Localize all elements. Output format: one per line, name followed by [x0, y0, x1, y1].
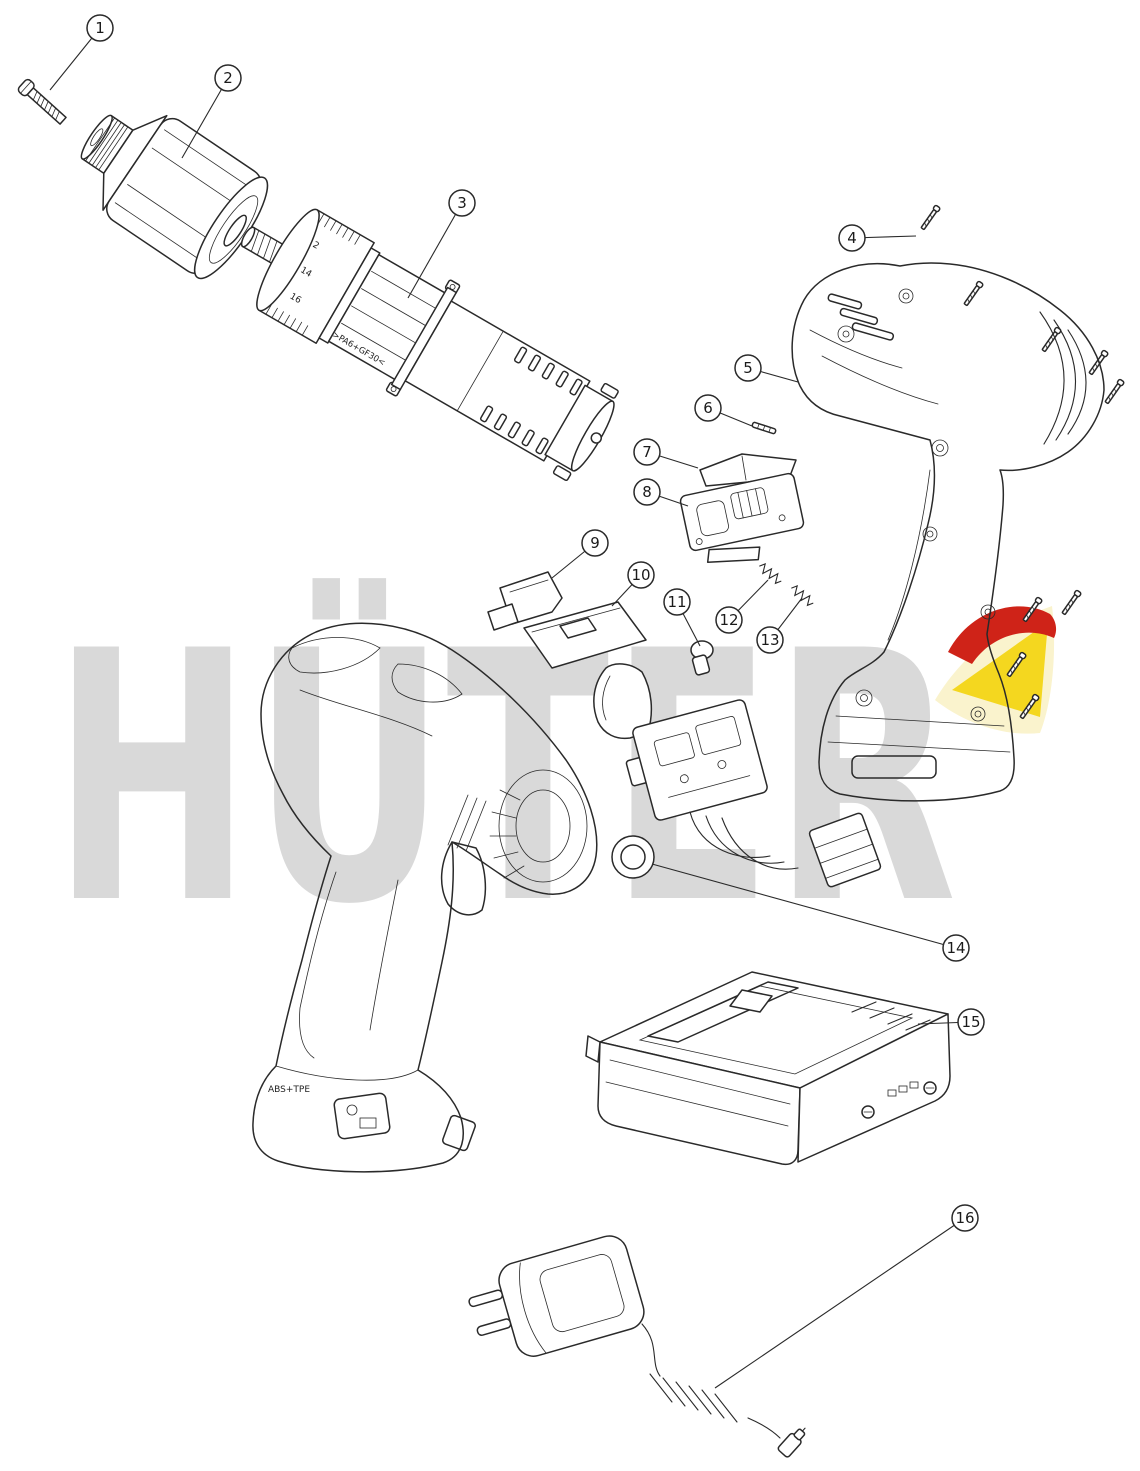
part-2-drill-chuck	[80, 114, 269, 280]
callout-3: 3	[407, 189, 476, 299]
callout-2: 2	[181, 64, 242, 159]
svg-text:2: 2	[223, 69, 233, 87]
part-1-chuck-screw	[17, 78, 67, 125]
svg-text:12: 12	[719, 611, 738, 629]
svg-text:1: 1	[95, 19, 105, 37]
svg-text:9: 9	[590, 534, 600, 552]
part-8-switch-module	[679, 472, 805, 563]
part-12-spring	[759, 563, 782, 585]
svg-text:13: 13	[760, 631, 779, 649]
part-15-battery-pack	[585, 971, 951, 1166]
part-16-charger	[468, 1235, 806, 1458]
part-9-end-cap	[487, 571, 563, 631]
brand-watermark: HÜTER	[52, 575, 957, 980]
housing-left-half: ABS+TPE	[252, 622, 598, 1173]
svg-text:4: 4	[847, 229, 857, 247]
clutch-number: 2	[311, 240, 321, 252]
svg-text:15: 15	[961, 1013, 980, 1031]
svg-text:16: 16	[955, 1209, 974, 1227]
part-6-roll-pin	[751, 421, 777, 435]
svg-text:8: 8	[642, 483, 652, 501]
svg-text:5: 5	[743, 359, 753, 377]
callout-9: 9	[551, 529, 609, 579]
brand-logo-flame-icon	[935, 606, 1057, 734]
callout-16: 16	[714, 1204, 979, 1389]
callout-8: 8	[633, 478, 689, 507]
part-11-trigger-switch	[593, 640, 882, 888]
callout-11: 11	[663, 588, 701, 647]
handle-marking: ABS+TPE	[268, 1085, 310, 1095]
svg-text:6: 6	[703, 399, 713, 417]
svg-text:11: 11	[667, 593, 686, 611]
callout-10: 10	[611, 561, 655, 607]
callout-4: 4	[838, 224, 917, 252]
callout-6: 6	[694, 394, 753, 427]
svg-text:14: 14	[946, 939, 965, 957]
callout-5: 5	[734, 354, 799, 383]
part-13-spring	[791, 585, 814, 607]
part-5-housing-right-half	[791, 262, 1105, 802]
svg-text:7: 7	[642, 443, 652, 461]
svg-text:3: 3	[457, 194, 467, 212]
callout-7: 7	[633, 438, 699, 469]
part-14-bearing-ring	[611, 835, 655, 879]
svg-text:10: 10	[631, 566, 650, 584]
part-10-cover-plate	[523, 601, 647, 669]
callout-15: 15	[917, 1008, 985, 1036]
callout-13: 13	[756, 597, 803, 654]
callout-12: 12	[715, 579, 769, 634]
part-3-motor-gearbox-assembly: 2 14 16 >PA6+GF30<	[240, 208, 619, 482]
callout-1: 1	[49, 14, 114, 91]
callout-14: 14	[651, 863, 970, 962]
